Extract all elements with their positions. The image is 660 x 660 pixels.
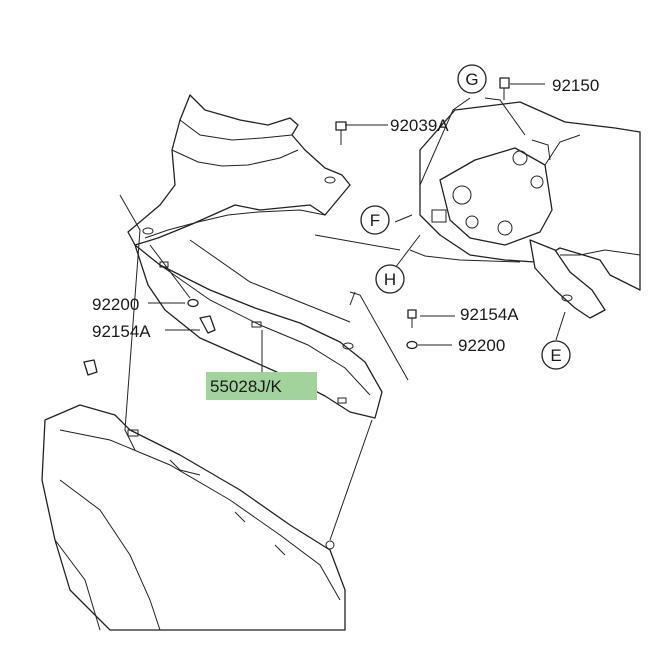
bracket-assembly <box>419 101 641 319</box>
callout-92154a-right: 92154A <box>460 305 519 324</box>
callout-92039a: 92039A <box>390 116 449 135</box>
washer-92200-left <box>187 298 199 308</box>
ref-letter-f: F <box>370 211 380 230</box>
upper-inner-cover <box>127 94 351 246</box>
clip-bottom-left <box>83 359 98 376</box>
callout-92150: 92150 <box>552 76 599 95</box>
callout-92154a-left: 92154A <box>92 322 151 341</box>
ref-letter-g: G <box>465 70 478 89</box>
ref-circle-f: F <box>360 205 390 235</box>
ref-letter-h: H <box>384 270 396 289</box>
callout-92200-right: 92200 <box>458 336 505 355</box>
part-highlight <box>206 372 317 400</box>
screw-92154a-left <box>199 315 216 334</box>
screw-92039a <box>335 121 347 145</box>
lower-body-panel <box>41 404 346 631</box>
ref-circle-e: E <box>541 340 571 370</box>
ref-circle-h: H <box>375 264 405 294</box>
screw-92150 <box>499 77 510 100</box>
leader-lines <box>119 83 566 541</box>
washer-92200-right <box>406 340 418 350</box>
ref-letter-e: E <box>550 346 561 365</box>
callout-92200-left: 92200 <box>92 295 139 314</box>
screw-92154a-right <box>407 309 417 328</box>
ref-circle-g: G <box>457 64 487 94</box>
callout-55028jk: 55028J/K <box>210 377 282 396</box>
inner-panel-55028jk <box>134 239 383 419</box>
